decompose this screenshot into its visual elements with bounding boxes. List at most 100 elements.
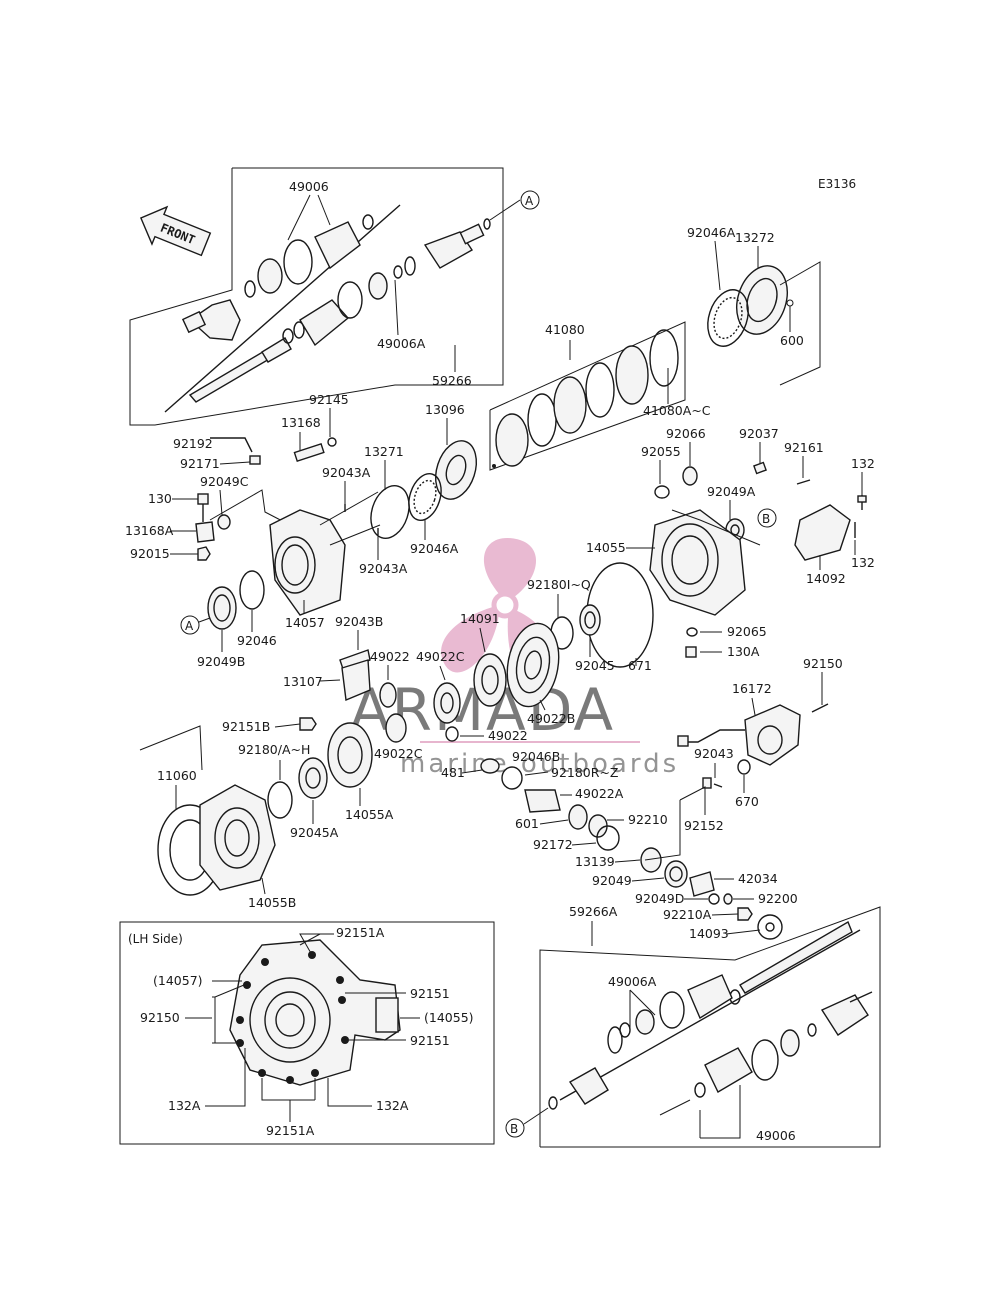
label-14091: 14091 (460, 611, 500, 626)
inner-race (257, 258, 283, 294)
label-14057: 14057 (285, 615, 325, 630)
oring-670 (737, 759, 751, 775)
label-92172: 92172 (533, 837, 573, 852)
gear-49022-2 (385, 713, 407, 743)
housing-14057: 14057 92046 A 92049B (180, 489, 381, 669)
label-92210: 92210 (628, 812, 668, 827)
nut-92210A (737, 907, 753, 921)
label-92045A: 92045A (290, 825, 339, 840)
lh-side-frame (119, 921, 495, 1145)
label-14055-paren: (14055) (424, 1010, 474, 1025)
spline-stub (459, 223, 485, 245)
pinion-49022A (524, 789, 561, 813)
label-92046: 92046 (237, 633, 277, 648)
ref-a-label-top: A (525, 194, 534, 208)
clip-lower (282, 328, 294, 344)
ring-gear-49022B (506, 622, 560, 708)
rear-cv-inner (568, 1067, 609, 1105)
lh-housing (229, 939, 401, 1086)
center-gearset: 92180I~Q 92045 14091 49022B 49022 49022C… (222, 577, 615, 840)
label-601: 601 (515, 816, 539, 831)
label-13139: 13139 (575, 854, 615, 869)
label-49022C-2: 49022C (374, 746, 423, 761)
actuator-body (744, 704, 801, 766)
label-92151A-top: 92151A (336, 925, 385, 940)
label-92046A-top: 92046A (687, 225, 736, 240)
ref-a-marker-top (520, 190, 540, 210)
label-49022B: 49022B (527, 711, 575, 726)
label-92145: 92145 (309, 392, 349, 407)
disc-2 (553, 376, 587, 434)
diff-case-14091 (473, 653, 507, 707)
bolt-92150 (811, 703, 829, 713)
clip-top (362, 214, 374, 230)
gear-49022-1 (379, 682, 397, 708)
washer-92065 (686, 627, 698, 637)
label-132A-l: 132A (168, 1098, 201, 1113)
washer-49022 (445, 726, 459, 742)
label-92065: 92065 (727, 624, 767, 639)
label-92049: 92049 (592, 873, 632, 888)
front-arrow-icon: FRONT (139, 205, 212, 257)
label-14055A: 14055A (345, 807, 394, 822)
label-14092: 14092 (806, 571, 846, 586)
clip-ring (244, 280, 256, 298)
label-59266A: 59266A (569, 904, 618, 919)
boot-top (314, 221, 361, 270)
label-92171: 92171 (180, 456, 220, 471)
bearing-92046 (239, 570, 265, 610)
actuator-wire (686, 729, 745, 743)
cv-joint-outer (181, 299, 241, 341)
bolt-130A (685, 646, 697, 658)
label-92151-1: 92151 (410, 986, 450, 1001)
label-92200: 92200 (758, 891, 798, 906)
lever-92192 (210, 437, 253, 453)
label-59266: 59266 (432, 373, 472, 388)
shim-92180RZ (501, 766, 523, 790)
bearing-92046A-mid (408, 473, 442, 521)
label-92151A-bot: 92151A (266, 1123, 315, 1138)
label-49006: 49006 (289, 179, 329, 194)
shim-13271 (370, 485, 410, 539)
bearing-92046A (707, 289, 749, 347)
linkage-parts: 92145 13168 92192 92171 13271 13096 9204… (125, 392, 478, 576)
lh-side-view: (LH Side) 92151A (14057) 92151 92150 (119, 921, 495, 1145)
bolt-92151B (299, 717, 317, 731)
label-49022C-1: 49022C (416, 649, 465, 664)
label-92043A-2: 92043A (359, 561, 408, 576)
label-49006A-bot: 49006A (608, 974, 657, 989)
housing-14055: 92066 92055 92037 92161 132 92049A B 132… (586, 426, 875, 673)
label-92180RZ: 92180R~Z (551, 765, 619, 780)
diagram-code: E3136 (818, 177, 856, 191)
label-600: 600 (780, 333, 804, 348)
label-92049B: 92049B (197, 654, 245, 669)
boot-band (283, 239, 313, 285)
label-13107: 13107 (283, 674, 323, 689)
label-92150-lh: 92150 (140, 1010, 180, 1025)
label-92151-2: 92151 (410, 1033, 450, 1048)
lh-spline (275, 1003, 305, 1037)
rear-clip-end (548, 1096, 558, 1110)
ref-b-marker-bot (505, 1118, 525, 1138)
seal-92049 (664, 860, 688, 888)
front-axle-shaft-group: A 49006 49006A 59266 (129, 167, 540, 426)
label-13168A: 13168A (125, 523, 174, 538)
shift-shaft-13168 (293, 442, 325, 462)
oring-92055 (654, 485, 670, 499)
label-49022-2: 49022 (488, 728, 528, 743)
label-92043A-1: 92043A (322, 465, 371, 480)
label-14055: 14055 (586, 540, 626, 555)
flange-42034 (689, 871, 715, 897)
bearing-92046B (480, 758, 500, 774)
label-92049A: 92049A (707, 484, 756, 499)
gear-49022C-1 (433, 682, 461, 724)
label-14055B: 14055B (248, 895, 296, 910)
label-49022A: 49022A (575, 786, 624, 801)
arm-13168A (195, 521, 215, 543)
rear-band-3 (751, 1039, 779, 1081)
label-670: 670 (735, 794, 759, 809)
seal-92049C (217, 514, 231, 530)
ref-a-marker-mid (180, 615, 200, 635)
label-132A-r: 132A (376, 1098, 409, 1113)
